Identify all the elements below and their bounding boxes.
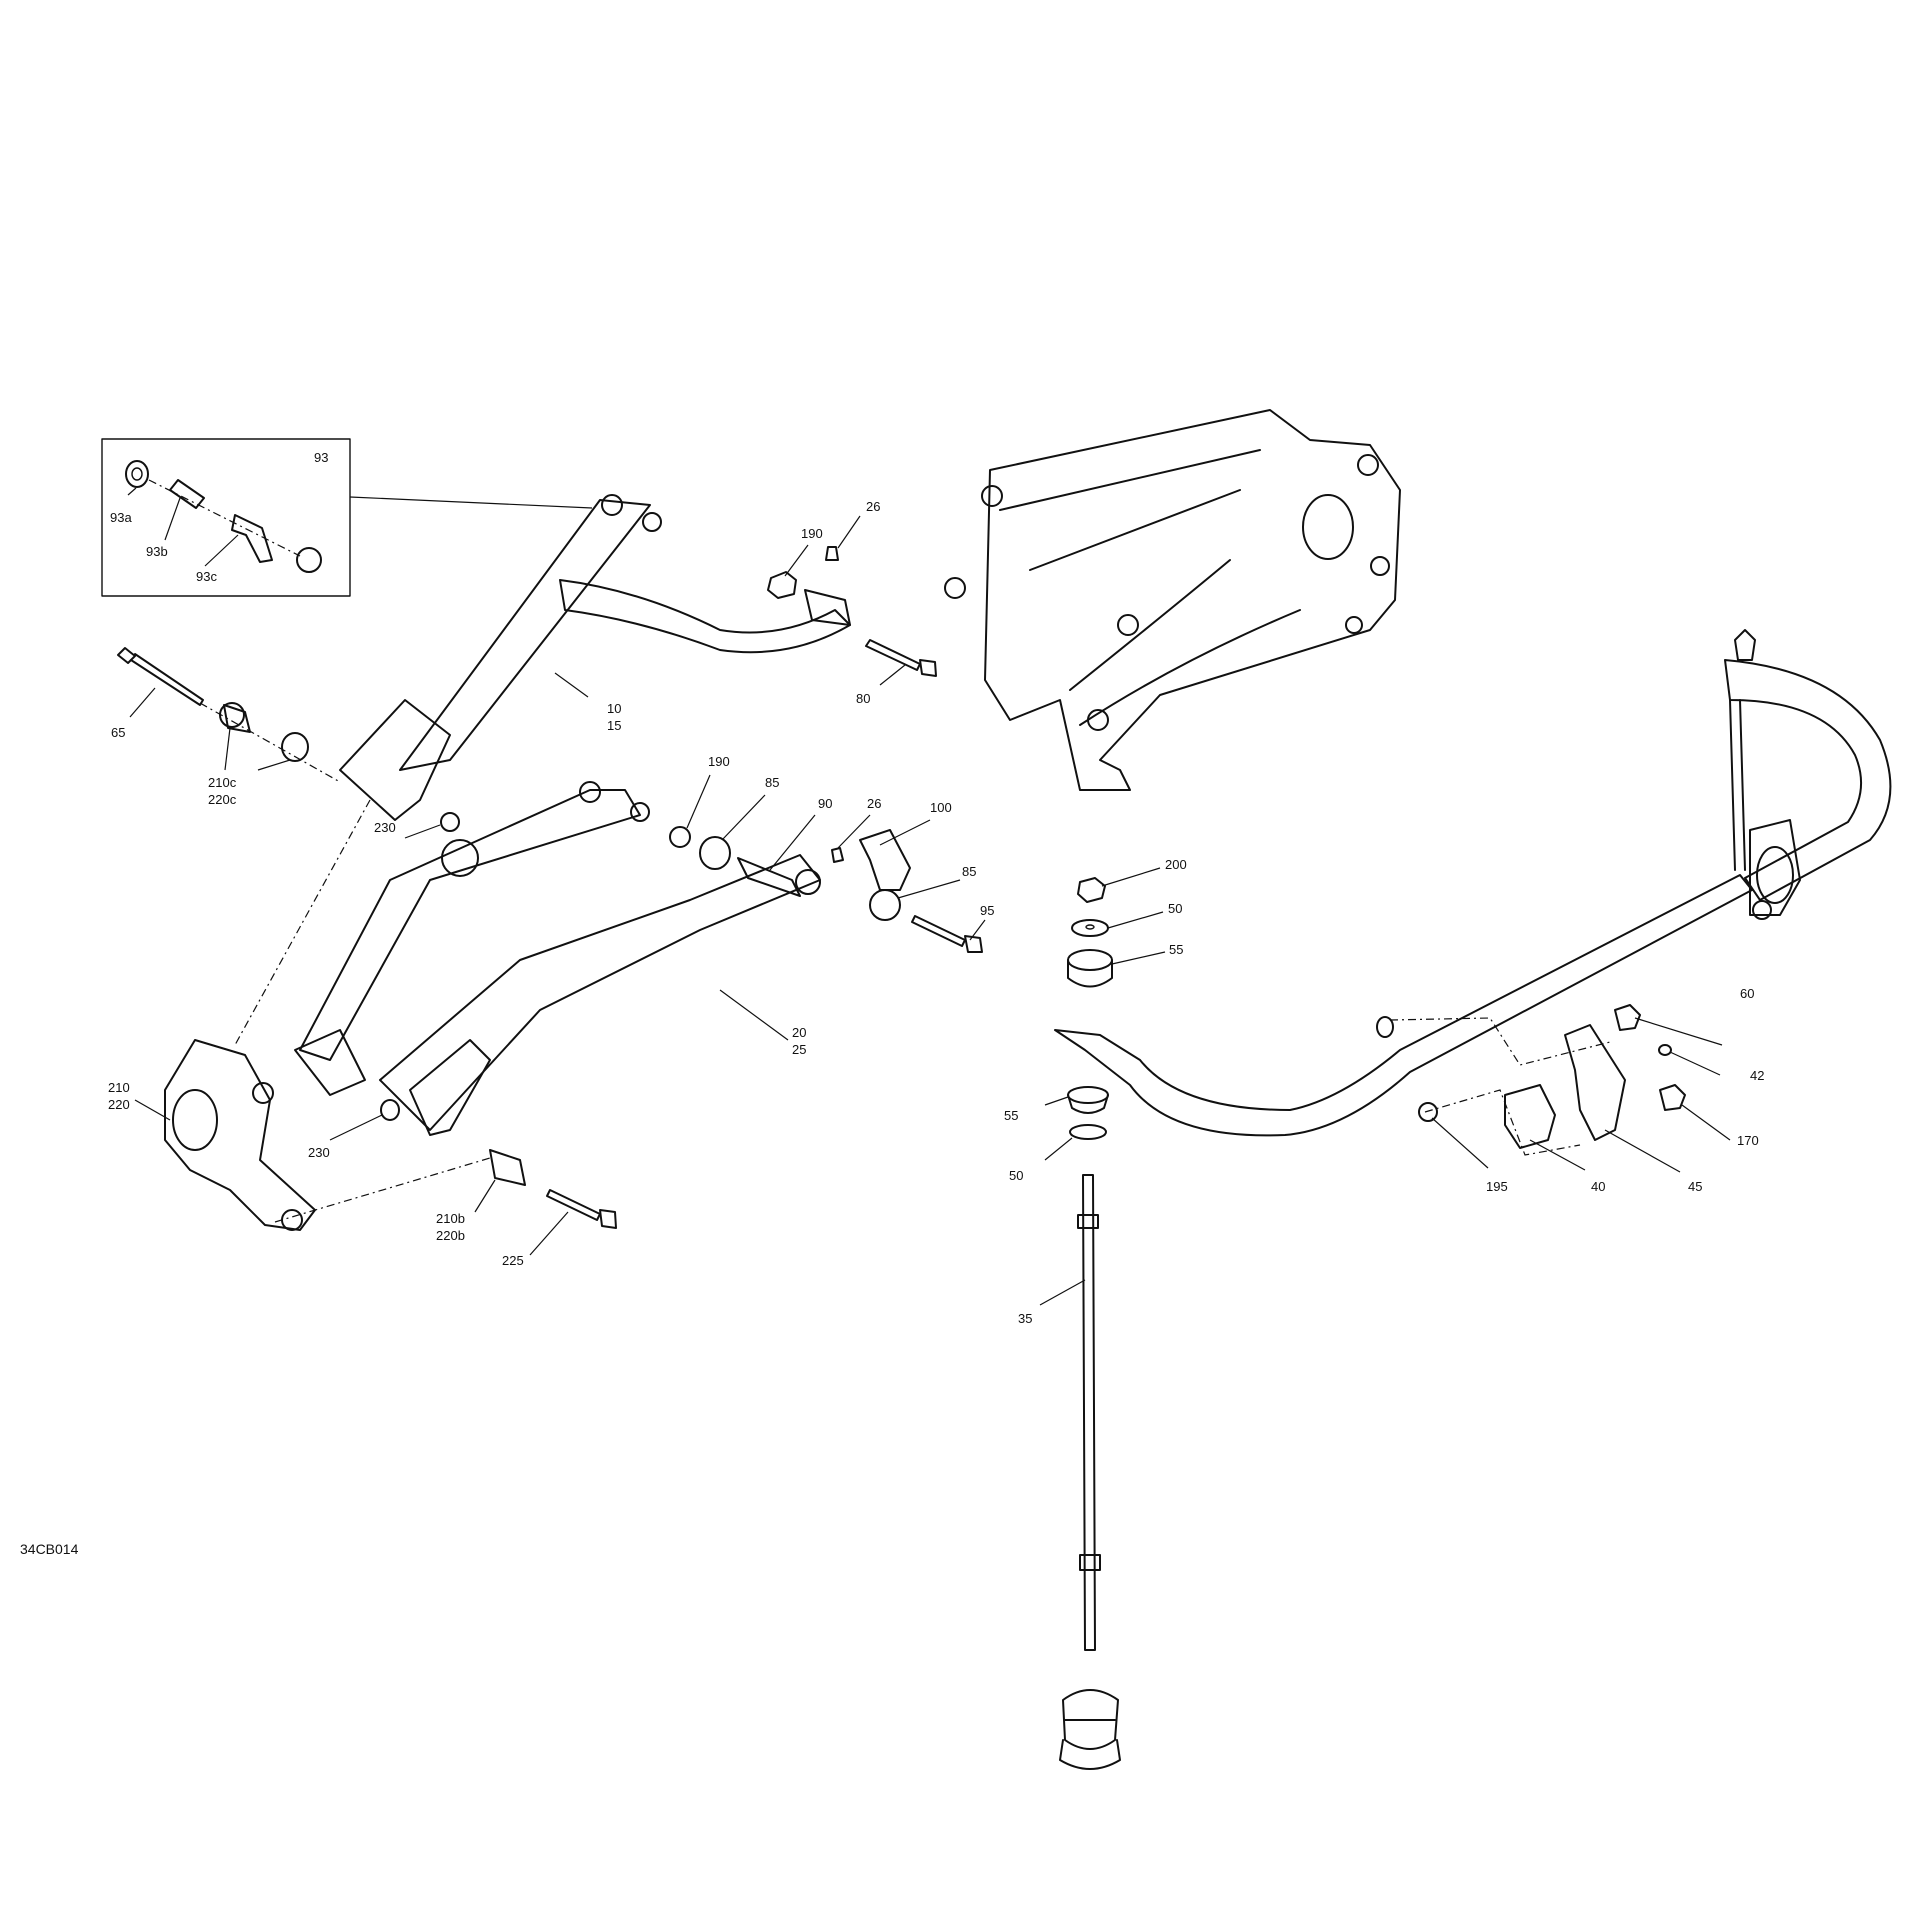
callout-40: 40 bbox=[1591, 1179, 1605, 1194]
leader-lines bbox=[127, 487, 1731, 1306]
callout-93: 93 bbox=[314, 450, 328, 465]
nut-195 bbox=[1418, 1102, 1438, 1122]
bushing-220c bbox=[281, 732, 309, 762]
drawing-code: 34CB014 bbox=[20, 1541, 79, 1557]
flange-bushing-93a bbox=[125, 460, 149, 488]
callout-50-upper: 50 bbox=[1168, 901, 1182, 916]
bolt-95 bbox=[911, 915, 983, 953]
frame-bracket bbox=[944, 409, 1401, 791]
detail-box-93 bbox=[101, 438, 593, 597]
callout-190-lower: 190 bbox=[708, 754, 730, 769]
callout-42: 42 bbox=[1750, 1068, 1764, 1083]
grease-fitting-26-lower bbox=[831, 847, 844, 863]
callout-230-lower: 230 bbox=[308, 1145, 330, 1160]
nut-190-upper bbox=[767, 571, 797, 599]
bolt-170 bbox=[1659, 1084, 1686, 1111]
nut-230-lower bbox=[380, 1099, 400, 1121]
callout-35: 35 bbox=[1018, 1311, 1032, 1326]
nut-200 bbox=[1077, 877, 1106, 903]
bracket-45 bbox=[1564, 1024, 1626, 1141]
grease-fitting-26-upper bbox=[825, 546, 839, 561]
callout-80: 80 bbox=[856, 691, 870, 706]
bushing-210b bbox=[489, 1149, 526, 1186]
callout-210: 210 bbox=[108, 1080, 130, 1095]
bracket-100 bbox=[859, 829, 911, 891]
callout-26-lower: 26 bbox=[867, 796, 881, 811]
callout-20: 20 bbox=[792, 1025, 806, 1040]
callout-labels: 93 93a 93b 93c 65 210c 220c 10 15 190 26… bbox=[108, 450, 1764, 1326]
washer-50-lower bbox=[1069, 1124, 1107, 1140]
callout-220: 220 bbox=[108, 1097, 130, 1112]
bolt-225 bbox=[546, 1189, 617, 1229]
nut-190-lower bbox=[669, 826, 691, 848]
callout-100: 100 bbox=[930, 800, 952, 815]
callout-26-upper: 26 bbox=[866, 499, 880, 514]
flange-bushing-end bbox=[296, 547, 322, 573]
callout-200: 200 bbox=[1165, 857, 1187, 872]
upper-a-arm bbox=[339, 494, 851, 821]
sleeve-93b bbox=[169, 479, 205, 509]
callout-220c: 220c bbox=[208, 792, 237, 807]
callout-25: 25 bbox=[792, 1042, 806, 1057]
nut-42 bbox=[1658, 1044, 1672, 1056]
lower-a-arm bbox=[294, 781, 821, 1136]
callout-90: 90 bbox=[818, 796, 832, 811]
link-rod-35 bbox=[1077, 1174, 1101, 1651]
callout-65: 65 bbox=[111, 725, 125, 740]
callout-15: 15 bbox=[607, 718, 621, 733]
washer-50-upper bbox=[1071, 919, 1109, 937]
callout-170: 170 bbox=[1737, 1133, 1759, 1148]
callout-95: 95 bbox=[980, 903, 994, 918]
callout-85-lower: 85 bbox=[765, 775, 779, 790]
callout-45: 45 bbox=[1688, 1179, 1702, 1194]
bolt-65 bbox=[117, 647, 204, 706]
callout-225: 225 bbox=[502, 1253, 524, 1268]
sleeve-90 bbox=[737, 857, 801, 897]
grommet-bottom bbox=[1059, 1689, 1121, 1770]
bracket-93c bbox=[231, 514, 273, 563]
callout-230-upper: 230 bbox=[374, 820, 396, 835]
bushing-210c bbox=[219, 702, 251, 733]
callout-93c: 93c bbox=[196, 569, 217, 584]
sway-bar bbox=[1054, 629, 1892, 1137]
callout-195: 195 bbox=[1486, 1179, 1508, 1194]
callout-93a: 93a bbox=[110, 510, 132, 525]
callout-93b: 93b bbox=[146, 544, 168, 559]
callout-50-lower: 50 bbox=[1009, 1168, 1023, 1183]
callout-85-outer: 85 bbox=[962, 864, 976, 879]
callout-10: 10 bbox=[607, 701, 621, 716]
nut-230-upper bbox=[440, 812, 460, 832]
bolt-top bbox=[1614, 1004, 1641, 1031]
callout-210c: 210c bbox=[208, 775, 237, 790]
grommet-55-upper bbox=[1067, 949, 1113, 988]
bushing-85-lower bbox=[699, 836, 731, 870]
knuckle bbox=[164, 1039, 316, 1231]
callout-210b: 210b bbox=[436, 1211, 465, 1226]
bushing-85-outer bbox=[869, 889, 901, 921]
callout-190-upper: 190 bbox=[801, 526, 823, 541]
callout-220b: 220b bbox=[436, 1228, 465, 1243]
callout-55-upper: 55 bbox=[1169, 942, 1183, 957]
grommet-55-lower bbox=[1067, 1086, 1109, 1114]
callout-60: 60 bbox=[1740, 986, 1754, 1001]
clamp-40 bbox=[1504, 1084, 1556, 1149]
nut-rear bbox=[1376, 1016, 1394, 1038]
bolt-80 bbox=[865, 639, 937, 677]
callout-55-lower: 55 bbox=[1004, 1108, 1018, 1123]
